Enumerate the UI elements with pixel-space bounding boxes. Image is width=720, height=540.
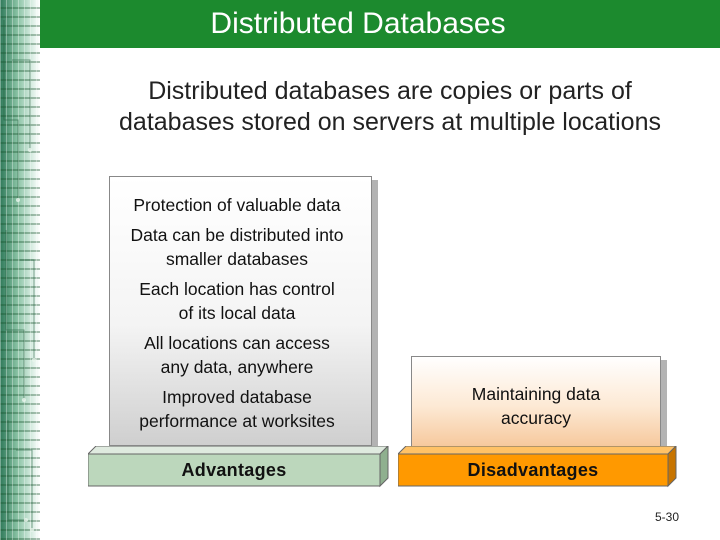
- advantage-item: All locations can access any data, anywh…: [109, 331, 365, 379]
- advantage-line: Each location has control: [139, 279, 335, 299]
- disadvantages-list: Maintaining data accuracy: [411, 382, 661, 430]
- advantages-panel: [109, 176, 372, 446]
- disadvantages-base-face: [398, 453, 669, 487]
- advantage-item: Each location has control of its local d…: [109, 277, 365, 325]
- circuit-board-decoration-icon: [0, 0, 40, 540]
- advantages-label: Advantages: [181, 460, 287, 480]
- advantage-line: performance at worksites: [139, 411, 335, 431]
- advantage-item: Data can be distributed into smaller dat…: [109, 223, 365, 271]
- advantages-list: Protection of valuable data Data can be …: [109, 193, 365, 439]
- advantage-line: smaller databases: [165, 249, 309, 269]
- disadvantages-label: Disadvantages: [467, 460, 599, 480]
- title-bar: [40, 0, 720, 48]
- advantage-item: Protection of valuable data: [109, 193, 365, 217]
- advantage-line: Data can be distributed into: [130, 225, 344, 245]
- advantages-base-face: [88, 453, 381, 487]
- slide-number: 5-30: [654, 510, 680, 524]
- disadvantage-line: accuracy: [500, 408, 572, 428]
- advantage-line: Improved database: [162, 387, 312, 407]
- subtitle-line: databases stored on servers at multiple …: [119, 108, 661, 136]
- subtitle-line: Distributed databases are copies or part…: [148, 77, 632, 105]
- advantage-line: Protection of valuable data: [133, 195, 341, 215]
- disadvantages-base: [398, 446, 677, 488]
- advantage-item: Improved database performance at worksit…: [109, 385, 365, 433]
- advantages-base: [88, 446, 389, 488]
- subtitle: Distributed databases are copies or part…: [70, 76, 710, 138]
- advantage-line: All locations can access: [144, 333, 330, 353]
- disadvantage-line: Maintaining data: [471, 384, 601, 404]
- page-title: Distributed Databases: [210, 7, 506, 40]
- advantage-line: any data, anywhere: [160, 357, 314, 377]
- advantage-line: of its local data: [178, 303, 296, 323]
